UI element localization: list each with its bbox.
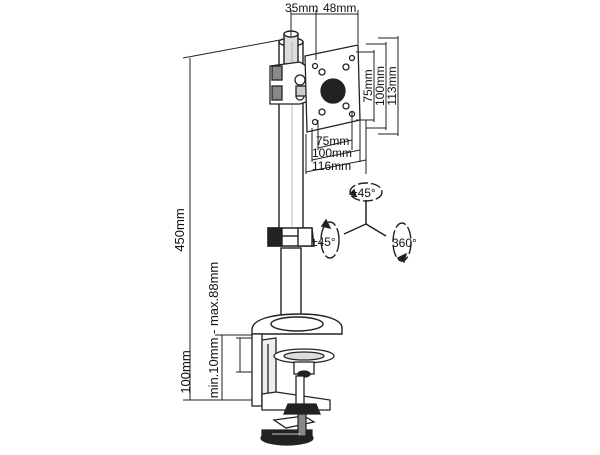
vesa-width-75: 75mm [316,134,349,148]
swivel-rotation-icon [320,218,340,259]
tilt-label: ±45° [351,186,376,200]
height-collar [267,227,315,247]
clamp-knob [260,413,314,446]
rotation-symbol [343,200,387,237]
height-label: 450mm [172,208,187,251]
clamp-body [251,333,335,429]
swivel-label: ±45° [311,235,336,249]
rotate-label: 360° [392,236,417,250]
vesa-width-lines [305,112,367,174]
vesa-height-75: 75mm [361,69,375,102]
vesa-width-100: 100mm [312,146,352,160]
top-left-dimension: 35mm [285,1,318,15]
clamp-height-label: 100mm [178,350,193,393]
vesa-height-100: 100mm [373,66,387,106]
top-right-dimension: 48mm [323,1,356,15]
vesa-plate [304,44,361,133]
tilt-rotation-icon [348,182,383,202]
base-plate [251,313,343,335]
vesa-height-lines [356,36,399,136]
rotate-360-icon [392,222,412,264]
vesa-width-116: 116mm [312,159,351,173]
clamp-dimension [215,334,262,401]
top-dimension-lines [290,10,359,60]
vesa-height-113: 113mm [385,66,399,105]
clamp-range-label: min.10mm - max.88mm [206,262,221,399]
